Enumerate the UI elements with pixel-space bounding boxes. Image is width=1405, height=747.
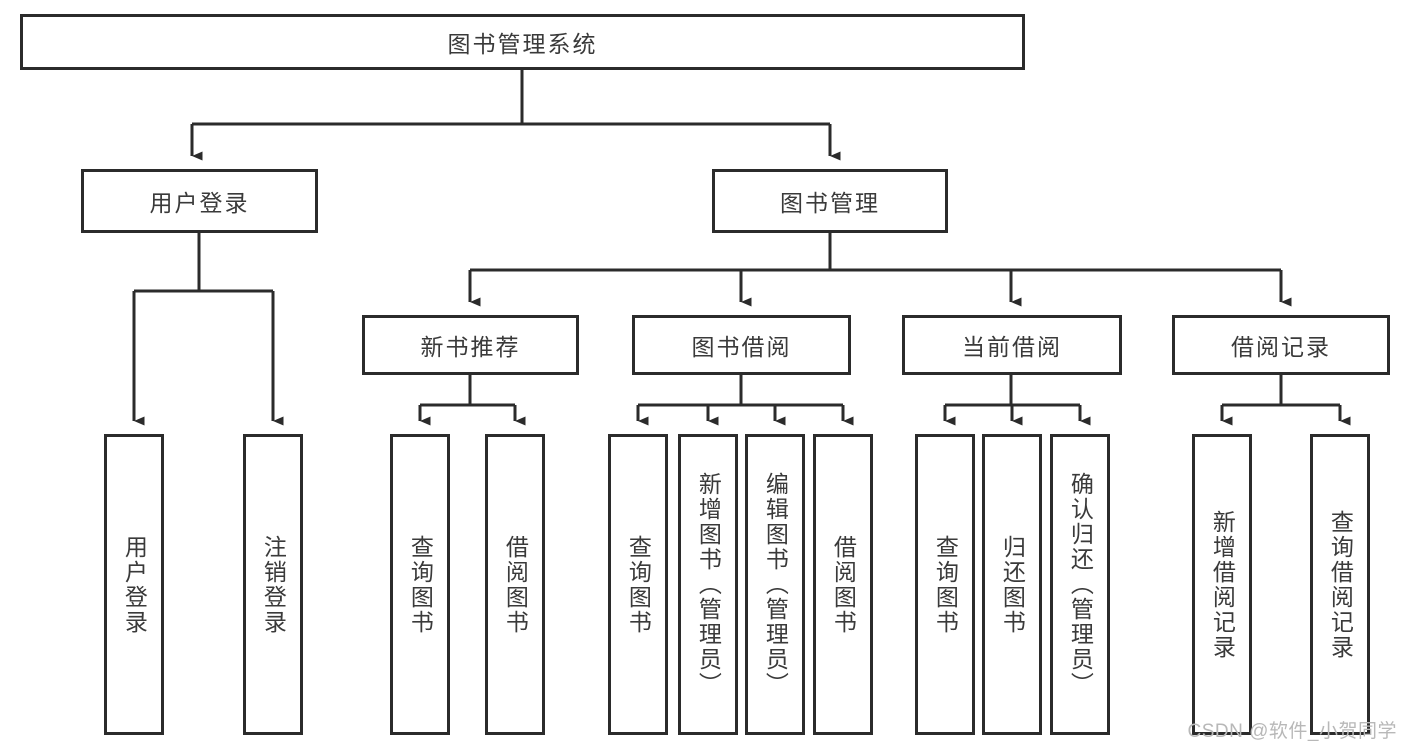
node-leaf-borrow-book-1-label: 借阅图书 xyxy=(502,534,529,635)
node-leaf-add-book[interactable]: 新增图书（管理员） xyxy=(678,434,738,735)
connector-bookmanage-to-level3 xyxy=(468,233,1292,307)
node-leaf-query-book-2-label: 查询图书 xyxy=(625,534,652,635)
connector-bookborrow-to-leaves xyxy=(636,375,854,426)
node-user-login-label: 用户登录 xyxy=(149,190,250,216)
node-leaf-query-book-3-label: 查询图书 xyxy=(932,534,959,635)
node-leaf-user-login-label: 用户登录 xyxy=(121,534,148,635)
node-leaf-return-book[interactable]: 归还图书 xyxy=(982,434,1042,735)
node-leaf-return-book-label: 归还图书 xyxy=(999,534,1026,635)
node-root-label: 图书管理系统 xyxy=(447,31,598,57)
node-current-borrow[interactable]: 当前借阅 xyxy=(902,315,1122,375)
connector-newbook-to-leaves xyxy=(418,375,526,426)
node-leaf-user-logout[interactable]: 注销登录 xyxy=(243,434,303,735)
node-leaf-borrow-book-1[interactable]: 借阅图书 xyxy=(485,434,545,735)
node-leaf-user-logout-label: 注销登录 xyxy=(260,534,287,635)
connector-borrowrecord-to-leaves xyxy=(1220,375,1351,426)
node-borrow-record[interactable]: 借阅记录 xyxy=(1172,315,1390,375)
node-book-manage-label: 图书管理 xyxy=(780,190,880,216)
node-new-book-rec-label: 新书推荐 xyxy=(420,334,521,360)
node-leaf-query-record-label: 查询借阅记录 xyxy=(1327,509,1354,660)
node-user-login[interactable]: 用户登录 xyxy=(81,169,318,233)
node-leaf-user-login[interactable]: 用户登录 xyxy=(104,434,164,735)
node-book-manage[interactable]: 图书管理 xyxy=(712,169,948,233)
node-book-borrow[interactable]: 图书借阅 xyxy=(632,315,851,375)
node-new-book-rec[interactable]: 新书推荐 xyxy=(362,315,579,375)
node-leaf-confirm-return[interactable]: 确认归还（管理员） xyxy=(1050,434,1110,735)
node-leaf-query-book-1-label: 查询图书 xyxy=(407,534,434,635)
node-leaf-query-book-3[interactable]: 查询图书 xyxy=(915,434,975,735)
csdn-watermark: CSDN @软件_小贺同学 xyxy=(1187,721,1397,742)
node-leaf-query-book-2[interactable]: 查询图书 xyxy=(608,434,668,735)
node-leaf-edit-book[interactable]: 编辑图书（管理员） xyxy=(745,434,805,735)
node-root[interactable]: 图书管理系统 xyxy=(20,14,1025,70)
node-leaf-add-record[interactable]: 新增借阅记录 xyxy=(1192,434,1252,735)
connector-userlogin-to-leaves xyxy=(132,233,284,426)
node-leaf-add-record-label: 新增借阅记录 xyxy=(1209,509,1236,660)
node-leaf-borrow-book-2[interactable]: 借阅图书 xyxy=(813,434,873,735)
node-borrow-record-label: 借阅记录 xyxy=(1231,334,1331,360)
node-leaf-confirm-return-label: 确认归还（管理员） xyxy=(1067,472,1094,697)
node-leaf-query-book-1[interactable]: 查询图书 xyxy=(390,434,450,735)
connector-root-to-level2 xyxy=(190,70,841,161)
node-current-borrow-label: 当前借阅 xyxy=(962,334,1062,360)
node-book-borrow-label: 图书借阅 xyxy=(691,334,792,360)
node-leaf-borrow-book-2-label: 借阅图书 xyxy=(830,534,857,635)
node-leaf-query-record[interactable]: 查询借阅记录 xyxy=(1310,434,1370,735)
connector-currentborrow-to-leaves xyxy=(943,375,1091,426)
node-leaf-edit-book-label: 编辑图书（管理员） xyxy=(762,472,789,697)
node-leaf-add-book-label: 新增图书（管理员） xyxy=(695,472,722,697)
